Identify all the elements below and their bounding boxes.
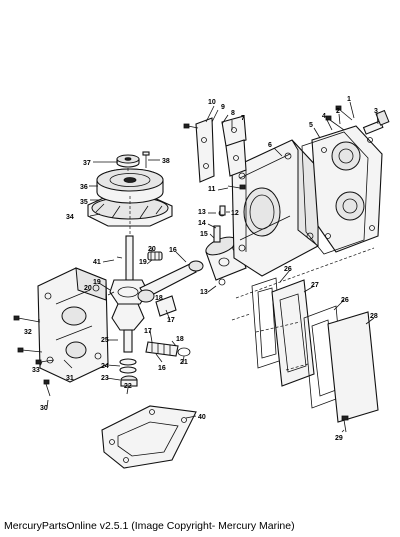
dowel-pin[interactable] <box>219 205 226 216</box>
callout-37[interactable]: 37 <box>83 160 91 167</box>
callout-9[interactable]: 9 <box>221 104 225 111</box>
callout-10[interactable]: 10 <box>208 99 216 106</box>
crankcase-bolts[interactable] <box>13 315 55 397</box>
callout-38[interactable]: 38 <box>162 158 170 165</box>
flywheel[interactable] <box>96 168 164 204</box>
callout-17-lower[interactable]: 17 <box>144 328 152 335</box>
spark-plug[interactable] <box>362 109 390 135</box>
callout-7[interactable]: 7 <box>241 115 245 122</box>
callout-4[interactable]: 4 <box>322 113 326 120</box>
callout-leaders <box>38 101 379 433</box>
callout-16-lower[interactable]: 16 <box>158 365 166 372</box>
rod-cap[interactable] <box>155 295 177 317</box>
cylinder-head[interactable] <box>311 125 383 253</box>
callout-1[interactable]: 1 <box>347 96 351 103</box>
bracket-screw[interactable] <box>183 123 199 129</box>
callout-labels: 1 2 3 4 5 6 7 8 9 10 11 12 13 13 14 15 1… <box>24 96 378 442</box>
crankcase-cover[interactable] <box>37 267 109 383</box>
callout-19-upper[interactable]: 19 <box>139 259 147 266</box>
callout-24[interactable]: 24 <box>101 363 109 370</box>
callout-5[interactable]: 5 <box>309 122 313 129</box>
callout-3[interactable]: 3 <box>374 108 378 115</box>
callout-25[interactable]: 25 <box>101 337 109 344</box>
callout-20-upper[interactable]: 20 <box>148 246 156 253</box>
callout-11[interactable]: 11 <box>208 186 216 193</box>
callout-32[interactable]: 32 <box>24 329 32 336</box>
callout-26-lower[interactable]: 26 <box>341 297 349 304</box>
base-gasket[interactable] <box>101 405 197 469</box>
callout-35[interactable]: 35 <box>80 199 88 206</box>
bearing-cage[interactable] <box>145 341 179 357</box>
mounting-bracket[interactable] <box>195 115 247 183</box>
callout-2[interactable]: 2 <box>336 108 340 115</box>
flywheel-center-line <box>127 168 131 236</box>
callout-20-lower[interactable]: 20 <box>84 285 92 292</box>
flywheel-screw[interactable] <box>142 151 150 168</box>
callout-34[interactable]: 34 <box>66 214 74 221</box>
callout-29[interactable]: 29 <box>335 435 343 442</box>
connecting-rod[interactable] <box>137 260 204 303</box>
callout-28[interactable]: 28 <box>370 313 378 320</box>
bracket-screw-lower[interactable] <box>227 184 246 190</box>
exhaust-cover-plate[interactable] <box>327 311 379 423</box>
callout-13-lower[interactable]: 13 <box>200 289 208 296</box>
head-bolts[interactable] <box>325 105 353 131</box>
callout-6[interactable]: 6 <box>268 142 272 149</box>
callout-14[interactable]: 14 <box>198 220 206 227</box>
cylinder-head-gasket[interactable] <box>301 131 369 255</box>
callout-21[interactable]: 21 <box>180 359 188 366</box>
piston-pin[interactable] <box>213 225 221 243</box>
callout-16-upper[interactable]: 16 <box>169 247 177 254</box>
cover-screw[interactable] <box>341 415 349 433</box>
callout-13-upper[interactable]: 13 <box>198 209 206 216</box>
cylinder-block[interactable] <box>231 139 319 277</box>
callout-18-lower[interactable]: 18 <box>176 336 184 343</box>
exploded-parts-diagram: 1 2 3 4 5 6 7 8 9 10 11 12 13 13 14 15 1… <box>13 96 390 469</box>
callout-22[interactable]: 22 <box>124 383 132 390</box>
bearing-retainer[interactable] <box>177 347 191 357</box>
lower-bearing[interactable] <box>119 358 138 387</box>
callout-15[interactable]: 15 <box>200 231 208 238</box>
callout-27[interactable]: 27 <box>311 282 319 289</box>
callout-40[interactable]: 40 <box>198 414 206 421</box>
callout-19-lower[interactable]: 19 <box>93 279 101 286</box>
callout-18-upper[interactable]: 18 <box>155 295 163 302</box>
flywheel-nut[interactable] <box>116 154 140 168</box>
callout-12[interactable]: 12 <box>231 210 239 217</box>
callout-30[interactable]: 30 <box>40 405 48 412</box>
copyright-caption: MercuryPartsOnline v2.5.1 (Image Copyrig… <box>4 520 295 532</box>
callout-26-upper[interactable]: 26 <box>284 266 292 273</box>
callout-33[interactable]: 33 <box>32 367 40 374</box>
transfer-port-cover[interactable] <box>271 279 315 387</box>
wrist-pin-bearing[interactable] <box>147 251 163 261</box>
callout-36[interactable]: 36 <box>80 184 88 191</box>
callout-31[interactable]: 31 <box>66 375 74 382</box>
callout-17-upper[interactable]: 17 <box>167 317 175 324</box>
callout-8[interactable]: 8 <box>231 110 235 117</box>
callout-23[interactable]: 23 <box>101 375 109 382</box>
callout-41[interactable]: 41 <box>93 259 101 266</box>
